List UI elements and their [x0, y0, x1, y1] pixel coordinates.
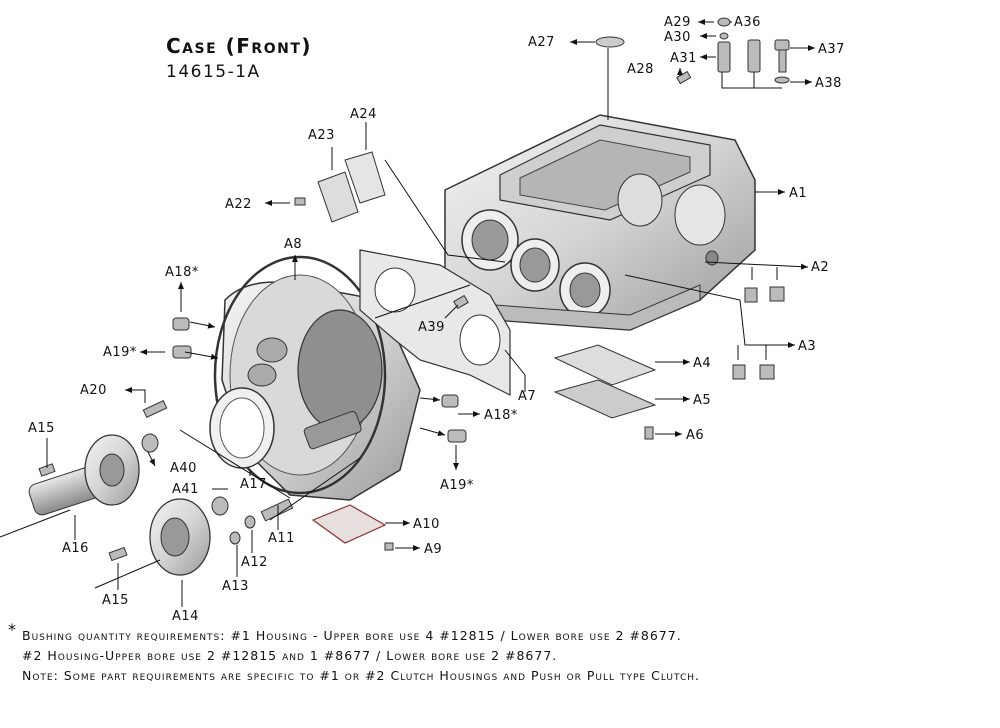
- callout-a16: A16: [62, 541, 89, 556]
- diagram-part-number: 14615-1A: [166, 62, 261, 82]
- small-parts: [38, 17, 790, 562]
- leader-lines: [0, 19, 815, 607]
- callout-a7: A7: [518, 389, 536, 404]
- callout-a31: A31: [670, 51, 697, 66]
- cover-a10: [311, 504, 387, 544]
- callout-a19-lower: A19*: [440, 478, 474, 493]
- diagram-title: Case (Front): [166, 34, 313, 58]
- callout-a12: A12: [241, 555, 268, 570]
- callout-a20: A20: [80, 383, 107, 398]
- note-line-3: Note: Some part requirements are specifi…: [22, 668, 700, 683]
- callout-labels: A1 A2 A3 A4 A5 A6 A7 A8 A9 A10 A11 A12 A…: [28, 15, 845, 624]
- case-body: [444, 114, 756, 331]
- callout-a28: A28: [627, 62, 654, 77]
- cover-a5: [553, 379, 657, 419]
- callout-a2: A2: [811, 260, 829, 275]
- callout-a27: A27: [528, 35, 555, 50]
- callout-a23: A23: [308, 128, 335, 143]
- callout-a17: A17: [240, 477, 267, 492]
- callout-a40: A40: [170, 461, 197, 476]
- callout-a4: A4: [693, 356, 711, 371]
- note-line-1: Bushing quantity requirements: #1 Housin…: [22, 628, 682, 643]
- callout-a9: A9: [424, 542, 442, 557]
- gasket-a24: [344, 151, 386, 204]
- callout-a38: A38: [815, 76, 842, 91]
- callout-a11: A11: [268, 531, 295, 546]
- gasket-a4: [553, 344, 657, 386]
- asterisk-marker: *: [8, 620, 16, 639]
- bearing-retainer-a14: [149, 498, 211, 576]
- callout-a30: A30: [664, 30, 691, 45]
- callout-a5: A5: [693, 393, 711, 408]
- callout-a3: A3: [798, 339, 816, 354]
- gasket-a7: [359, 249, 511, 396]
- callout-a1: A1: [789, 186, 807, 201]
- callout-a22: A22: [225, 197, 252, 212]
- note-line-2: #2 Housing-Upper bore use 2 #12815 and 1…: [22, 648, 558, 663]
- callout-a10: A10: [413, 517, 440, 532]
- callout-a24: A24: [350, 107, 377, 122]
- bearing-retainer-a16: [28, 434, 140, 516]
- callout-a39: A39: [418, 320, 445, 335]
- callout-a37: A37: [818, 42, 845, 57]
- callout-a13: A13: [222, 579, 249, 594]
- callout-a19-left: A19*: [103, 345, 137, 360]
- callout-a36: A36: [734, 15, 761, 30]
- callout-a41: A41: [172, 482, 199, 497]
- callout-a15-bottom: A15: [102, 593, 129, 608]
- callout-a18-upper: A18*: [165, 265, 199, 280]
- callout-a14: A14: [172, 609, 199, 624]
- cover-a23: [317, 171, 359, 223]
- callout-a6: A6: [686, 428, 704, 443]
- callout-a8: A8: [284, 237, 302, 252]
- plug-a27: [595, 36, 625, 48]
- callout-a18-lower: A18*: [484, 408, 518, 423]
- callout-a15-left: A15: [28, 421, 55, 436]
- callout-a29: A29: [664, 15, 691, 30]
